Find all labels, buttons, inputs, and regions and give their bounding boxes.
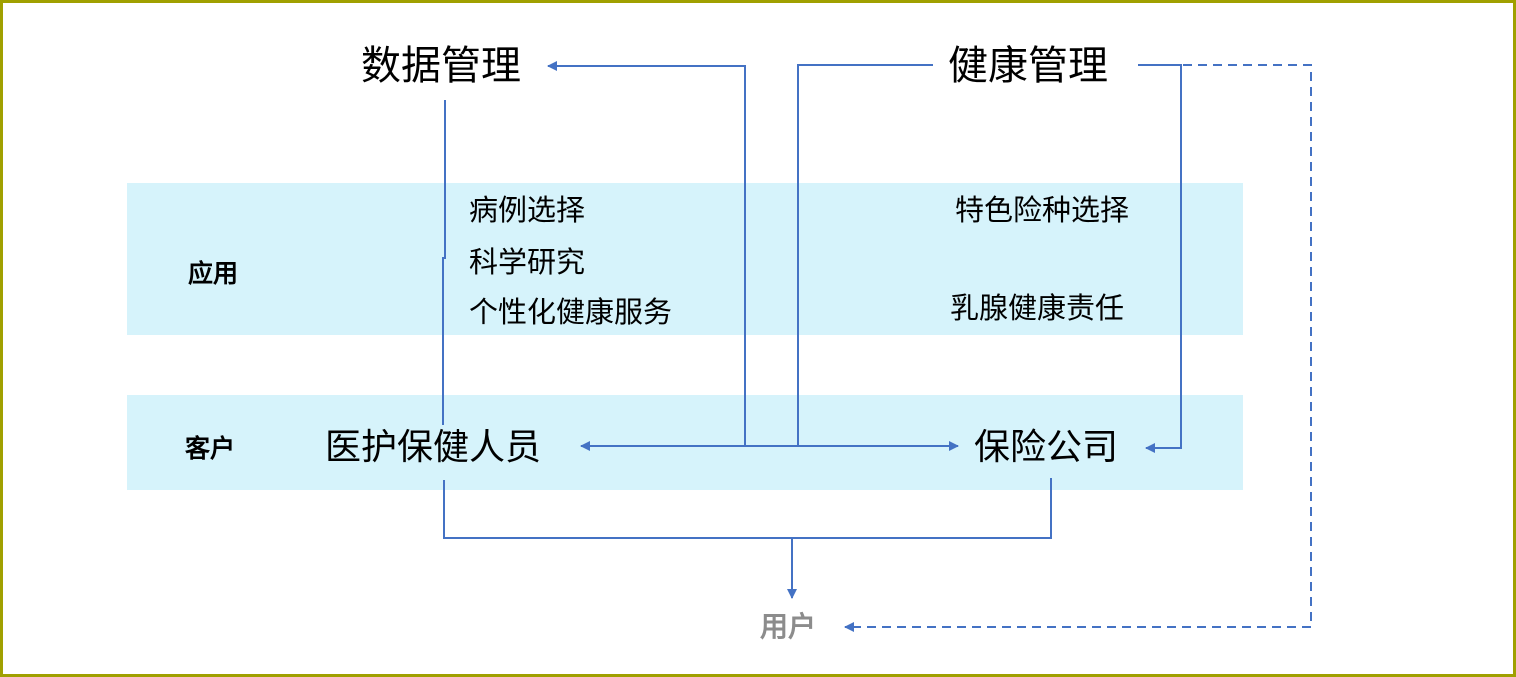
client-insurance-company: 保险公司 bbox=[974, 427, 1119, 468]
line-medical-bottom bbox=[443, 478, 1052, 539]
arrow-center-to-data-mgmt bbox=[547, 61, 746, 446]
app-right-item: 乳腺健康责任 bbox=[950, 291, 1125, 325]
row-label-application: 应用 bbox=[188, 259, 239, 288]
app-left-item: 病例选择 bbox=[469, 193, 586, 227]
client-medical-staff: 医护保健人员 bbox=[325, 427, 542, 468]
node-health-management: 健康管理 bbox=[948, 43, 1108, 89]
dashed-arrow-health-mgmt-to-user bbox=[844, 64, 1312, 632]
node-data-management: 数据管理 bbox=[361, 43, 521, 89]
app-right-item: 特色险种选择 bbox=[955, 193, 1130, 227]
node-user: 用户 bbox=[760, 610, 817, 643]
app-left-item: 个性化健康服务 bbox=[469, 295, 673, 329]
application-band bbox=[127, 183, 1243, 335]
connector-lines bbox=[442, 61, 1312, 632]
row-label-client: 客户 bbox=[185, 434, 236, 463]
client-band bbox=[127, 395, 1243, 490]
arrow-health-mgmt-to-insurer bbox=[1138, 64, 1182, 453]
app-left-item: 科学研究 bbox=[469, 245, 586, 279]
line-health-mgmt-to-center bbox=[797, 64, 933, 446]
line-data-mgmt-to-medical bbox=[442, 100, 446, 425]
